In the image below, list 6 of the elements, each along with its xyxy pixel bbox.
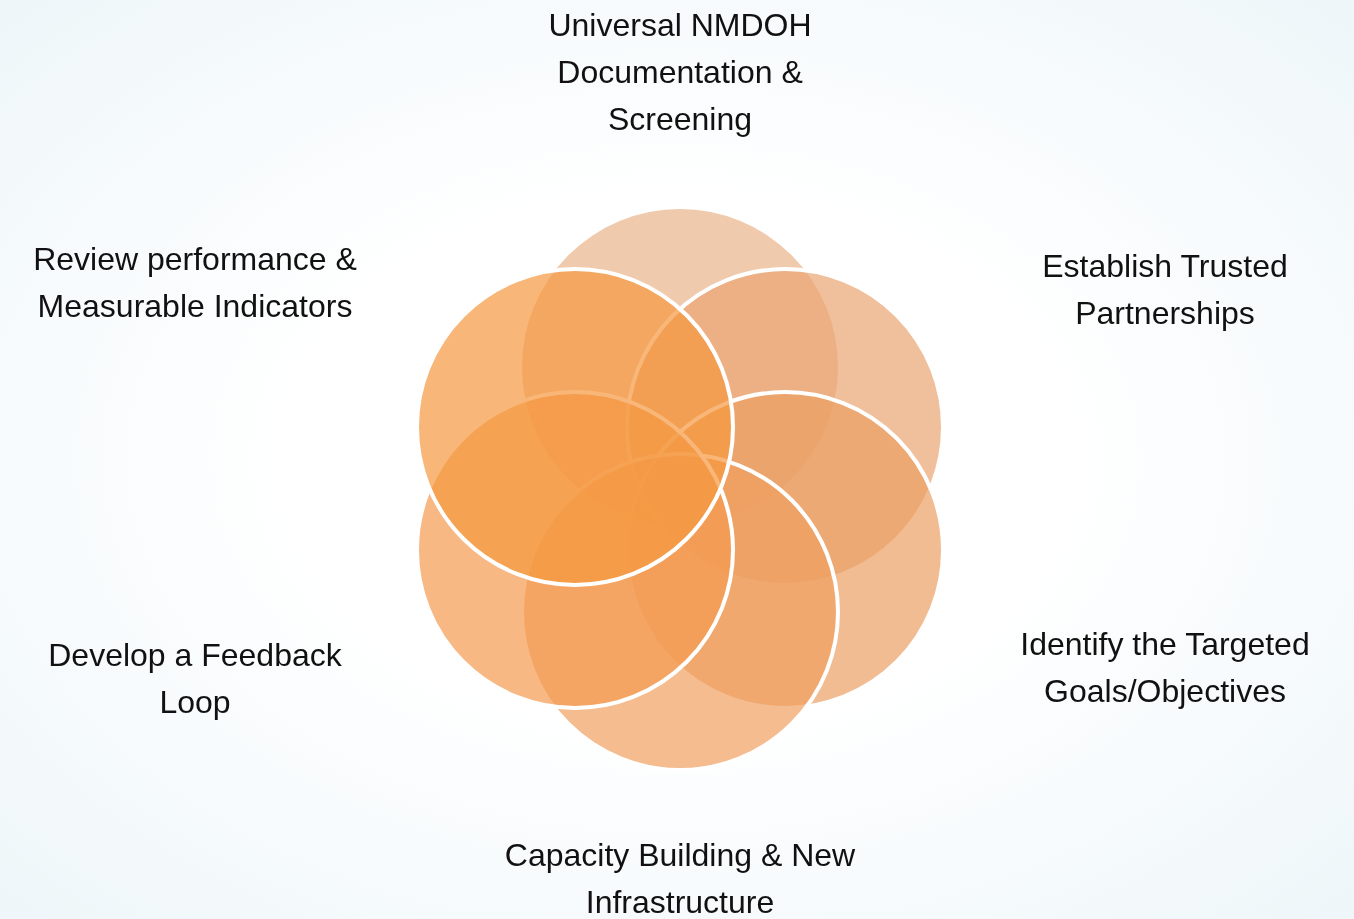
circle-caption: Identify the Targeted Goals/Objectives [1019,625,1311,711]
circle-caption: Review performance & Measurable Indicators [32,240,358,326]
circle-caption: Universal NMDOH Documentation & Screening [547,6,813,139]
circle-caption: Capacity Building & New Infrastructure [503,836,857,919]
circle-caption: Develop a Feedback Loop [47,636,343,722]
circle-caption: Establish Trusted Partnerships [1041,247,1289,333]
